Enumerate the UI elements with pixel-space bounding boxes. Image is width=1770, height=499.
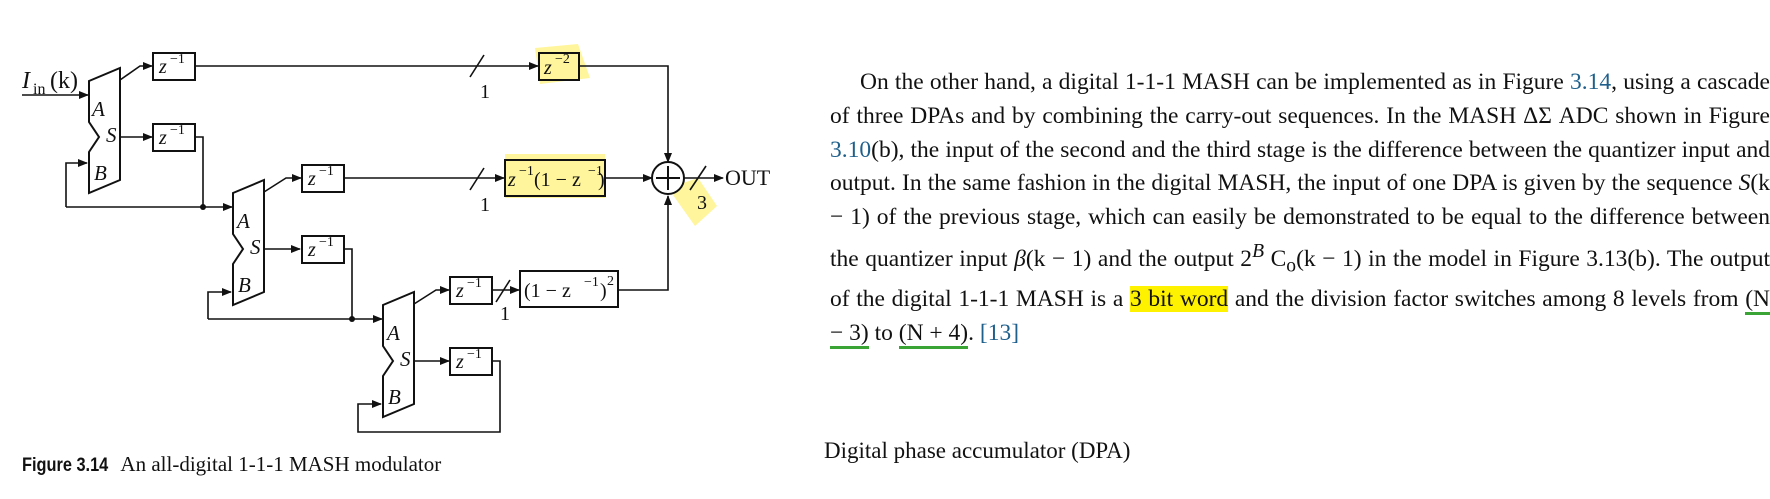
svg-text:I: I <box>21 68 31 94</box>
svg-text:−1: −1 <box>588 164 603 179</box>
svg-text:in: in <box>33 81 45 98</box>
mash-diagram: I in (k) A S B z −1 1 z −2 z −1 A S B <box>21 44 771 433</box>
section-heading: Digital phase accumulator (DPA) <box>824 438 1131 463</box>
highlight-out-width <box>668 178 717 226</box>
z-inv-box-1: z −1 <box>152 52 196 81</box>
z-inv-box-3: z −1 <box>301 164 345 193</box>
svg-text:S: S <box>106 123 117 147</box>
out-label: OUT <box>725 165 771 190</box>
svg-text:A: A <box>235 209 250 233</box>
svg-text:B: B <box>94 161 107 185</box>
bus-width-out: 3 <box>697 192 707 214</box>
input-label: I in (k) <box>21 68 78 98</box>
dpa-1: A S B <box>88 66 121 195</box>
dpa-3: A S B <box>382 290 415 419</box>
bus-width-1: 1 <box>480 81 490 103</box>
highlight-block2 <box>505 154 605 198</box>
svg-text:(1 − z: (1 − z <box>534 169 581 191</box>
svg-text:2: 2 <box>607 274 614 289</box>
svg-text:A: A <box>385 321 400 345</box>
svg-text:z: z <box>307 239 316 261</box>
svg-text:(1 − z: (1 − z <box>524 280 571 302</box>
figure-caption: Figure 3.14 An all-digital 1-1-1 MASH mo… <box>22 452 441 477</box>
body-paragraph: On the other hand, a digital 1-1-1 MASH … <box>830 66 1770 351</box>
svg-text:−1: −1 <box>319 164 334 179</box>
z-inv-box-4: z −1 <box>301 235 345 264</box>
underline-range-start: (N − 3) <box>830 286 1770 350</box>
svg-text:−1: −1 <box>170 123 185 138</box>
svg-text:z: z <box>507 169 516 191</box>
z-inv-box-2: z −1 <box>152 123 196 152</box>
svg-text:z: z <box>307 168 316 190</box>
svg-text:S: S <box>250 235 261 259</box>
svg-text:): ) <box>598 169 605 191</box>
figure-ref-link[interactable]: 3.10 <box>830 136 872 163</box>
citation-link[interactable]: [13] <box>979 320 1020 347</box>
bus-width-2: 1 <box>480 194 490 216</box>
svg-text:z: z <box>455 280 464 302</box>
figure-number: Figure 3.14 <box>22 455 109 476</box>
svg-text:S: S <box>400 347 411 371</box>
svg-text:−1: −1 <box>467 347 482 362</box>
highlights <box>505 44 717 226</box>
z-inv-box-6: z −1 <box>449 347 493 376</box>
svg-text:−2: −2 <box>555 52 570 67</box>
svg-text:z: z <box>455 351 464 373</box>
caption-text: An all-digital 1-1-1 MASH modulator <box>120 452 442 476</box>
svg-text:z: z <box>543 57 552 79</box>
bus-width-3: 1 <box>500 303 510 325</box>
svg-text:z: z <box>158 56 167 78</box>
block-1-z1-squared: (1 − z −1 ) 2 <box>519 270 619 308</box>
block-z1-1-z1: z −1 (1 − z −1 ) <box>504 159 606 197</box>
dpa-2: A S B <box>232 178 265 307</box>
underline-range-end: (N + 4) <box>898 320 969 350</box>
svg-text:−1: −1 <box>170 52 185 67</box>
svg-text:−1: −1 <box>467 276 482 291</box>
svg-text:B: B <box>238 273 251 297</box>
svg-text:A: A <box>90 97 105 121</box>
highlight-3-bit-word: 3 bit word <box>1129 286 1229 313</box>
svg-text:B: B <box>388 385 401 409</box>
figure-ref-link[interactable]: 3.14 <box>1570 69 1612 95</box>
svg-text:(k): (k) <box>50 68 78 94</box>
adder <box>651 161 685 195</box>
svg-text:): ) <box>600 280 607 302</box>
z-inv-box-5: z −1 <box>449 276 493 305</box>
svg-text:z: z <box>158 127 167 149</box>
svg-text:−1: −1 <box>584 275 599 290</box>
svg-text:−1: −1 <box>319 235 334 250</box>
svg-text:−1: −1 <box>519 164 534 179</box>
